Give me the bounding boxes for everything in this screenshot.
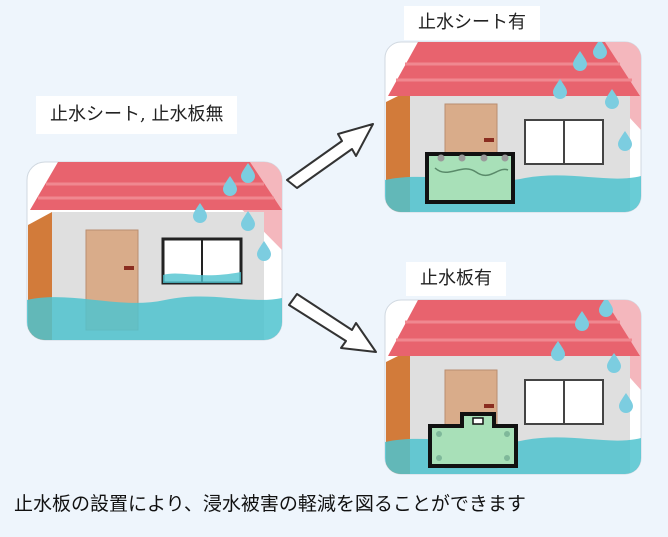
- house-with-board: [384, 299, 642, 475]
- water-barrier-icon: [425, 152, 515, 204]
- label-no-protection: 止水シート, 止水板無: [36, 96, 238, 134]
- house-no-protection: [26, 161, 283, 341]
- arrow-icon-lower: [288, 293, 377, 353]
- arrow-icon: [286, 123, 374, 189]
- label-with-sheet: 止水シート有: [404, 6, 540, 40]
- label-with-board: 止水板有: [406, 262, 506, 296]
- water-board-icon: [428, 412, 518, 468]
- house-with-sheet: [384, 41, 642, 213]
- caption-text: 止水板の設置により、浸水被害の軽減を図ることができます: [14, 493, 526, 515]
